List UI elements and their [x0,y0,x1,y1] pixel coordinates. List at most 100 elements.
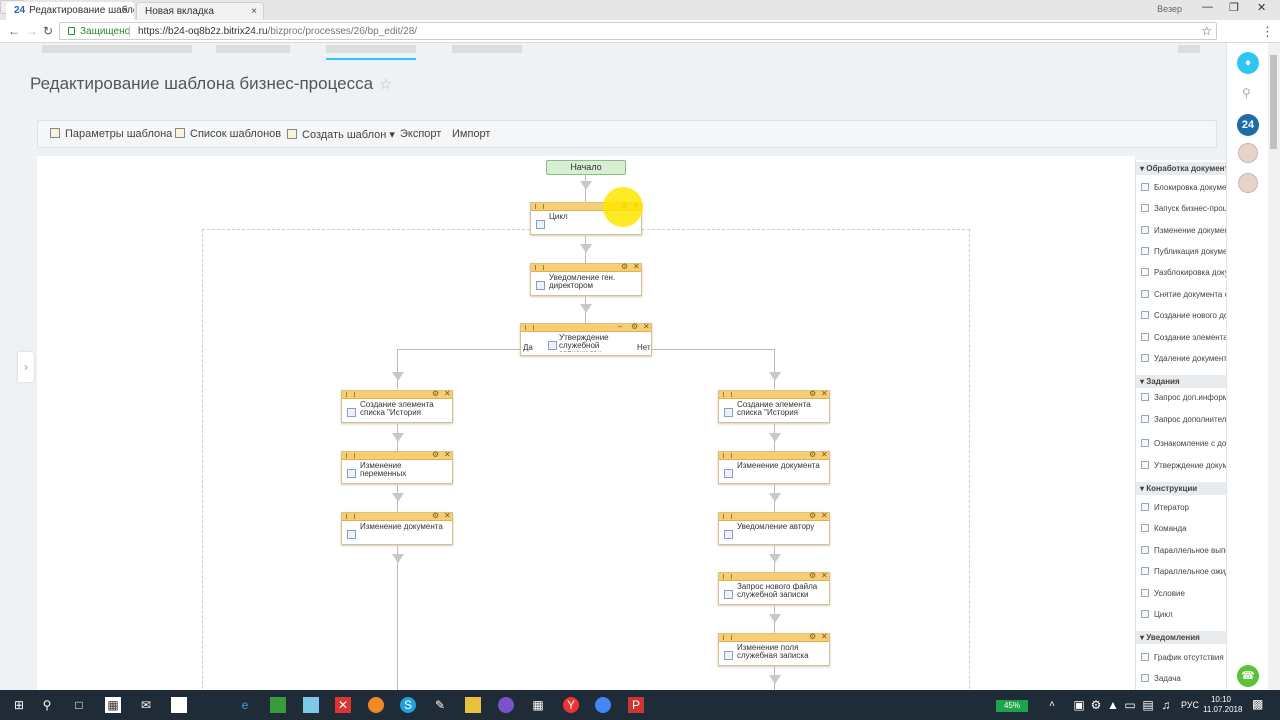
battery-indicator[interactable]: 45% [996,700,1028,712]
palette-item[interactable]: Изменение документа [1141,226,1226,235]
reload-icon[interactable]: ↻ [43,24,54,38]
delete-icon[interactable]: ✕ [821,450,828,459]
palette-item[interactable]: Команда [1141,524,1187,533]
palette-group-document[interactable]: ▾ Обработка документа [1136,162,1226,175]
chrome-icon[interactable] [595,697,611,713]
delete-icon[interactable]: ✕ [633,262,640,271]
input-language[interactable]: РУС [1181,700,1200,710]
drag-handle-icon[interactable] [535,265,544,270]
back-arrow-icon[interactable]: ← [8,24,20,38]
export-button[interactable]: Экспорт [400,128,442,140]
delete-icon[interactable]: ✕ [643,322,650,331]
tab-new-tab[interactable]: Новая вкладка × [136,2,264,20]
forward-arrow-icon[interactable]: → [26,24,38,38]
skype-icon[interactable]: S [400,697,416,713]
right-change-field-block[interactable]: ⚙✕ Изменение поля служебная записка [718,632,830,666]
app-icon[interactable] [368,697,384,713]
notes-icon[interactable] [303,697,319,713]
palette-item[interactable]: Условие [1141,589,1185,598]
spreadsheet-icon[interactable] [270,697,286,713]
drag-handle-icon[interactable] [346,392,355,397]
workflow-canvas[interactable]: Начало –⚙✕ Цикл ⚙✕ Уведомление ген. дире… [37,156,1135,696]
settings-icon[interactable]: ⚙ [432,511,440,520]
palette-item[interactable]: Публикация документа [1141,247,1226,256]
minimize-icon[interactable]: — [1202,1,1213,13]
palette-item[interactable]: Запрос доп.информации с отклонением) [1141,393,1226,402]
nav-tab-cut[interactable] [216,45,290,53]
delete-icon[interactable]: ✕ [821,389,828,398]
delete-icon[interactable]: ✕ [821,632,828,641]
tray-icon[interactable]: ▲ [1107,698,1119,712]
search-icon[interactable]: ⚲ [42,698,52,712]
palette-item[interactable]: Удаление документа [1141,354,1226,363]
bookmark-star-icon[interactable]: ☆ [1201,24,1212,38]
drag-handle-icon[interactable] [723,453,732,458]
close-window-icon[interactable]: ✕ [1257,2,1267,14]
action-center-icon[interactable]: ▩ [1252,697,1264,711]
palette-item[interactable]: Создание нового документа [1141,311,1226,320]
notify-director-block[interactable]: ⚙✕ Уведомление ген. директором [530,262,642,296]
template-params-button[interactable]: Параметры шаблона [50,128,172,140]
windows-start-icon[interactable]: ⊞ [13,698,25,712]
left-change-document-block[interactable]: ⚙✕ Изменение документа [341,511,453,545]
palette-item[interactable]: Задача [1141,674,1181,683]
palette-group-tasks[interactable]: ▾ Задания [1136,375,1226,388]
palette-item[interactable]: Ознакомление с документом [1141,439,1226,448]
palette-group-notifications[interactable]: ▾ Уведомления [1136,631,1226,644]
delete-icon[interactable]: ✕ [821,511,828,520]
calculator-icon[interactable]: ▦ [105,697,121,713]
left-create-list-item-block[interactable]: ⚙✕ Создание элемента списка "История [341,389,453,423]
powerpoint-icon[interactable]: P [628,697,644,713]
settings-icon[interactable]: ⚙ [809,571,817,580]
settings-icon[interactable]: ⚙ [432,389,440,398]
drag-handle-icon[interactable] [723,514,732,519]
palette-item[interactable]: Создание элемента списка [1141,333,1226,342]
palette-item[interactable]: Итератор [1141,503,1189,512]
search-icon[interactable]: ⚲ [1242,86,1251,100]
close-tab-icon[interactable]: × [122,5,128,16]
approve-memo-block[interactable]: –⚙✕ Да Утверждение служебной записки ген… [520,322,652,356]
right-create-list-item-block[interactable]: ⚙✕ Создание элемента списка "История [718,389,830,423]
palette-item[interactable]: Блокировка документа [1141,183,1226,192]
favorite-star-icon[interactable]: ☆ [379,76,393,93]
palette-group-constructs[interactable]: ▾ Конструкции [1136,482,1226,495]
delete-icon[interactable]: ✕ [444,511,451,520]
drag-handle-icon[interactable] [346,453,355,458]
right-change-document-block[interactable]: ⚙✕ Изменение документа [718,450,830,484]
palette-item[interactable]: Параллельное выполнение [1141,546,1226,555]
media-icon[interactable] [171,697,187,713]
palette-item[interactable]: Разблокировка документа [1141,268,1226,277]
right-request-file-block[interactable]: ⚙✕ Запрос нового файла служебной записки [718,571,830,605]
settings-icon[interactable]: ⚙ [809,389,817,398]
drag-handle-icon[interactable] [723,635,732,640]
notifications-bell-icon[interactable]: ♦ [1237,52,1259,74]
collapse-icon[interactable]: – [618,322,623,331]
url-input[interactable]: Защищено | https://b24-oq8b2z.bitrix24.r… [59,22,1217,40]
mail-icon[interactable]: ✉ [140,698,152,712]
delete-icon[interactable]: ✕ [444,389,451,398]
template-list-button[interactable]: Список шаблонов [175,128,281,140]
nav-tab-cut[interactable] [42,45,192,53]
import-button[interactable]: Импорт [452,128,491,140]
edge-browser-icon[interactable]: e [241,698,249,712]
maximize-icon[interactable]: ❐ [1229,2,1239,14]
nav-tab-cut-active[interactable] [326,45,416,53]
yandex-browser-icon[interactable]: Y [563,697,579,713]
network-icon[interactable]: ▤ [1142,698,1154,712]
expand-left-panel-button[interactable]: › [18,352,34,382]
palette-item[interactable]: Параллельное ожидание действия [1141,567,1226,576]
app-icon[interactable]: ✎ [434,698,446,712]
browser-profile-name[interactable]: Везер [1157,4,1182,14]
settings-icon[interactable]: ⚙ [621,262,629,271]
viber-icon[interactable] [498,697,514,713]
right-notify-author-block[interactable]: ⚙✕ Уведомление автору [718,511,830,545]
palette-item[interactable]: Снятие документа с публикации [1141,290,1226,299]
left-change-variables-block[interactable]: ⚙✕ Изменение переменных [341,450,453,484]
settings-icon[interactable]: ⚙ [432,450,440,459]
nav-tab-cut[interactable] [452,45,522,53]
settings-icon[interactable]: ⚙ [631,322,639,331]
app-icon[interactable]: ▦ [532,698,544,712]
file-explorer-icon[interactable] [465,697,481,713]
